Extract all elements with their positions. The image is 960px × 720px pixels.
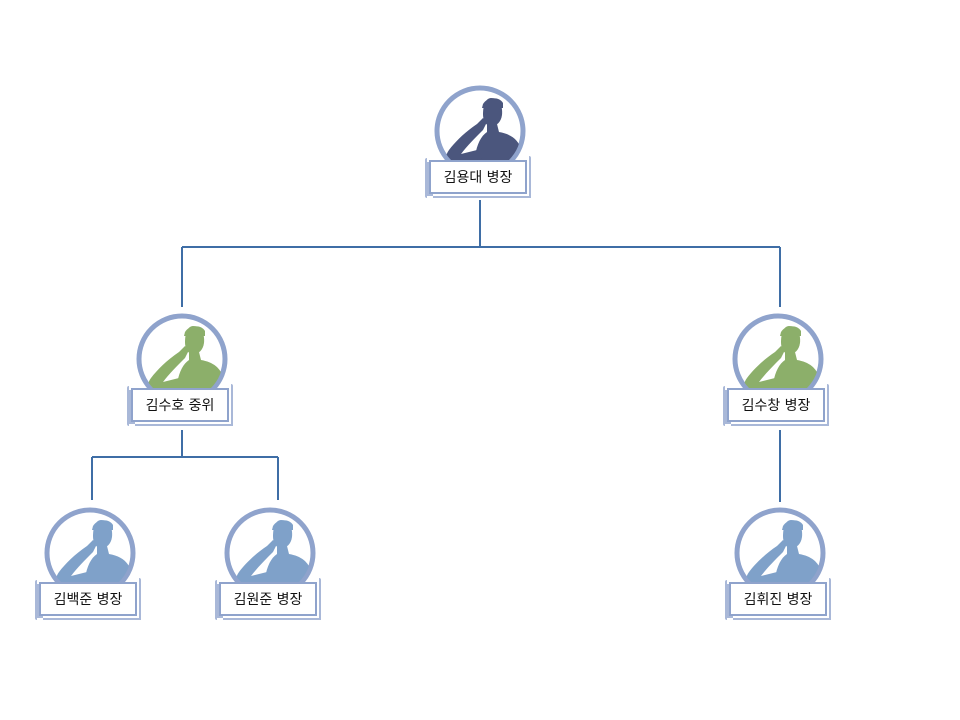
name-plate: 김수창 병장 bbox=[723, 384, 829, 426]
node-root: 김용대 병장 bbox=[425, 84, 535, 208]
node-label: 김휘진 병장 bbox=[743, 592, 813, 608]
node-left-low-1: 김백준 병장 bbox=[35, 506, 145, 630]
name-plate: 김원준 병장 bbox=[215, 578, 321, 620]
name-plate: 김수호 중위 bbox=[127, 384, 233, 426]
name-plate: 김휘진 병장 bbox=[725, 578, 831, 620]
node-right-low: 김휘진 병장 bbox=[725, 506, 835, 630]
node-label: 김수창 병장 bbox=[741, 398, 811, 414]
node-label: 김수호 중위 bbox=[145, 398, 215, 414]
node-left-low-2: 김원준 병장 bbox=[215, 506, 325, 630]
node-left-mid: 김수호 중위 bbox=[127, 312, 237, 436]
node-label: 김원준 병장 bbox=[233, 592, 303, 608]
name-plate: 김백준 병장 bbox=[35, 578, 141, 620]
node-right-mid: 김수창 병장 bbox=[723, 312, 833, 436]
name-plate: 김용대 병장 bbox=[425, 156, 531, 198]
node-label: 김백준 병장 bbox=[53, 592, 123, 608]
node-label: 김용대 병장 bbox=[443, 170, 513, 186]
